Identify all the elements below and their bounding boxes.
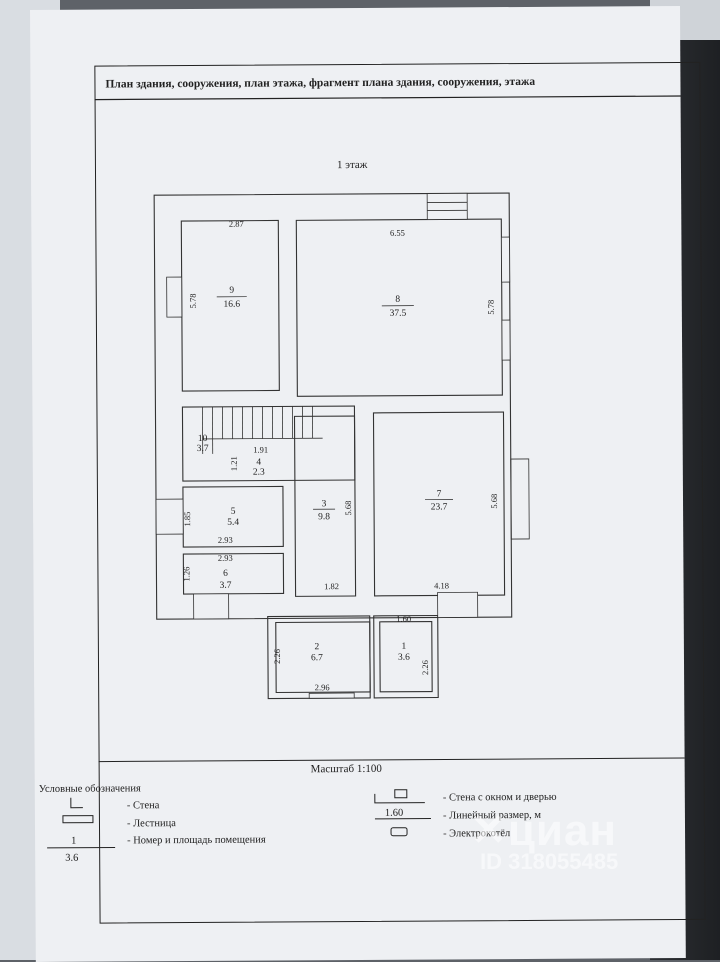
room-8-area: 37.5 [390,309,407,319]
dimension-label: 4.18 [434,580,449,590]
room-4-number: 4 [256,458,261,468]
dimension-label: 2.26 [272,649,282,664]
room-1-number: 1 [401,642,406,652]
dimension-label: 1.60 [396,614,411,624]
dimension-label: 1.82 [324,581,339,591]
legend-sample-area: 3.6 [65,853,78,864]
legend-title: Условные обозначения [39,783,141,795]
dimension-label: 1.21 [229,456,239,471]
room-3-number: 3 [322,499,327,509]
room-10-number: 10 [198,434,208,444]
legend-sample-dimension: 1.60 [385,808,403,819]
legend-item-wall: - Стена [127,800,160,811]
room-3-area: 9.8 [318,512,330,522]
boiler-symbol-icon [391,828,407,836]
dimension-label: 1.91 [253,445,268,455]
dimension-label: 2.93 [218,553,233,563]
dimension-label: 1.26 [181,567,191,582]
windows [154,193,530,699]
dimension-label: 5.78 [486,300,496,315]
dimension-label: 2.96 [315,682,330,692]
legend-item-room: - Номер и площадь помещения [127,835,266,847]
room-2-area: 6.7 [311,653,323,663]
dimension-label: 2.26 [420,660,430,675]
wall-symbol-icon [71,798,83,808]
legend-item-stairs: - Лестница [127,818,176,829]
room-6-outline [183,553,283,594]
room-8-number: 8 [395,295,400,305]
dimension-label: 5.68 [343,501,353,516]
room-4-area: 2.3 [253,468,265,478]
room-7-number: 7 [437,489,442,499]
room-6-number: 6 [223,569,228,579]
room-10-area: 3.7 [197,444,209,454]
dimension-label: 6.55 [390,228,405,238]
legend-item-wall-window: - Стена с окном и дверью [443,792,557,804]
room-1-area: 3.6 [398,653,410,663]
dimension-label: 2.87 [229,219,244,229]
watermark: ✕циан ID 318055485 [470,805,700,875]
scale-label: Масштаб 1:100 [311,763,383,775]
room-2-number: 2 [314,642,319,652]
room-6-area: 3.7 [220,581,232,591]
document-title: План здания, сооружения, план этажа, фра… [105,76,535,91]
stairs-symbol-icon [63,816,93,823]
floor-label: 1 этаж [337,159,368,171]
dimension-label: 5.68 [489,494,499,509]
room-5-number: 5 [231,507,236,517]
legend-sample-number: 1 [71,836,76,847]
room-9-area: 16.6 [223,300,240,310]
watermark-id: ID 318055485 [480,849,618,875]
room-5-area: 5.4 [227,518,239,528]
dimension-label: 1.85 [182,512,192,527]
dimension-label: 2.93 [218,535,233,545]
dimension-label: 5.78 [188,294,198,309]
room-9-number: 9 [229,286,234,296]
room-7-area: 23.7 [431,502,448,512]
wall-window-symbol-icon [375,790,425,803]
